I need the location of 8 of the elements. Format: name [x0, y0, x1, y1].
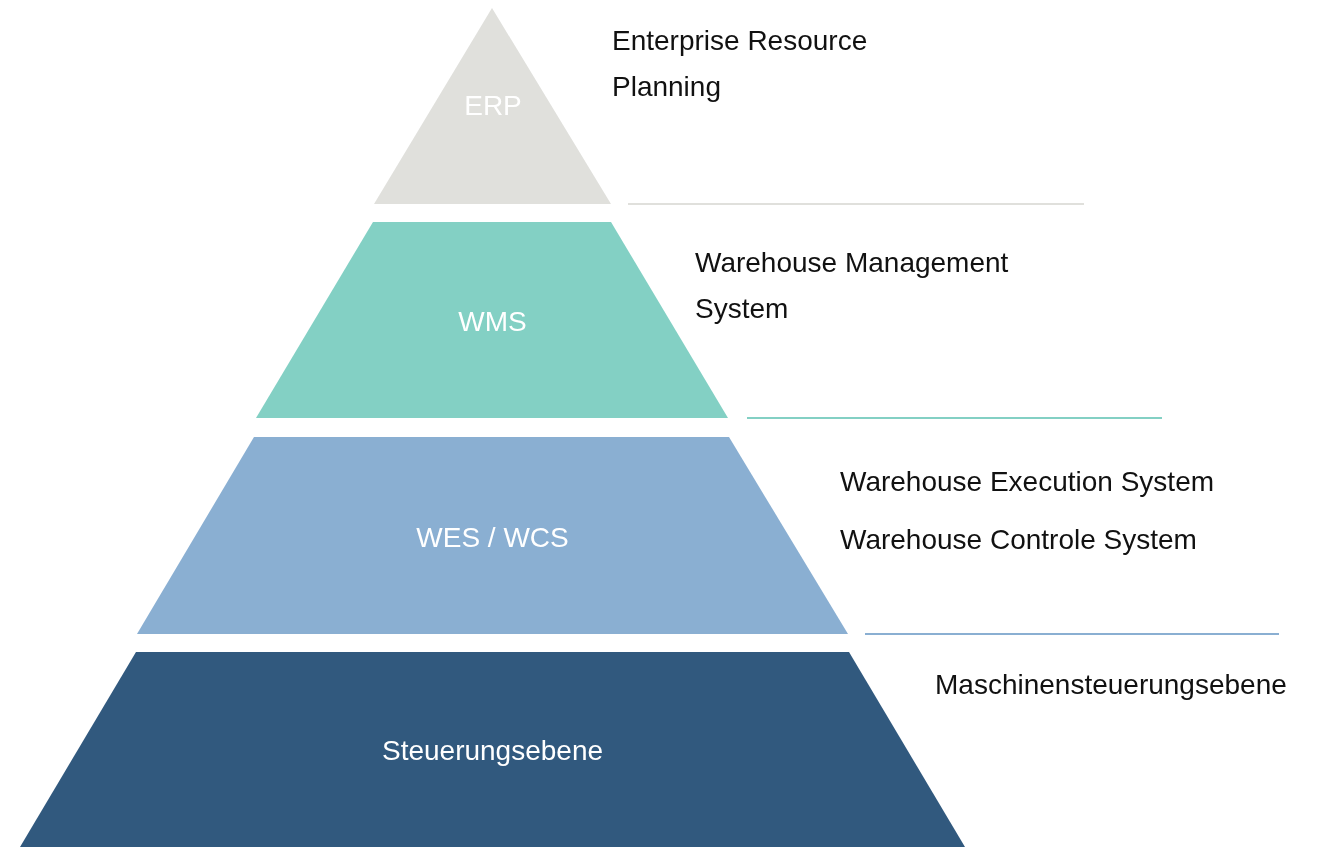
layer-description: Enterprise Resource Planning: [612, 24, 869, 104]
layer-description: Warehouse Controle System: [840, 523, 1197, 557]
layer-description: Maschinensteuerungsebene: [935, 668, 1287, 702]
layer-description: Warehouse Execution System: [840, 465, 1215, 499]
layer-label: WES / WCS: [416, 521, 569, 554]
layer-label: Steuerungsebene: [381, 734, 604, 767]
layer-description: Warehouse Management System: [695, 246, 1010, 326]
layer-label: WMS: [458, 306, 527, 338]
